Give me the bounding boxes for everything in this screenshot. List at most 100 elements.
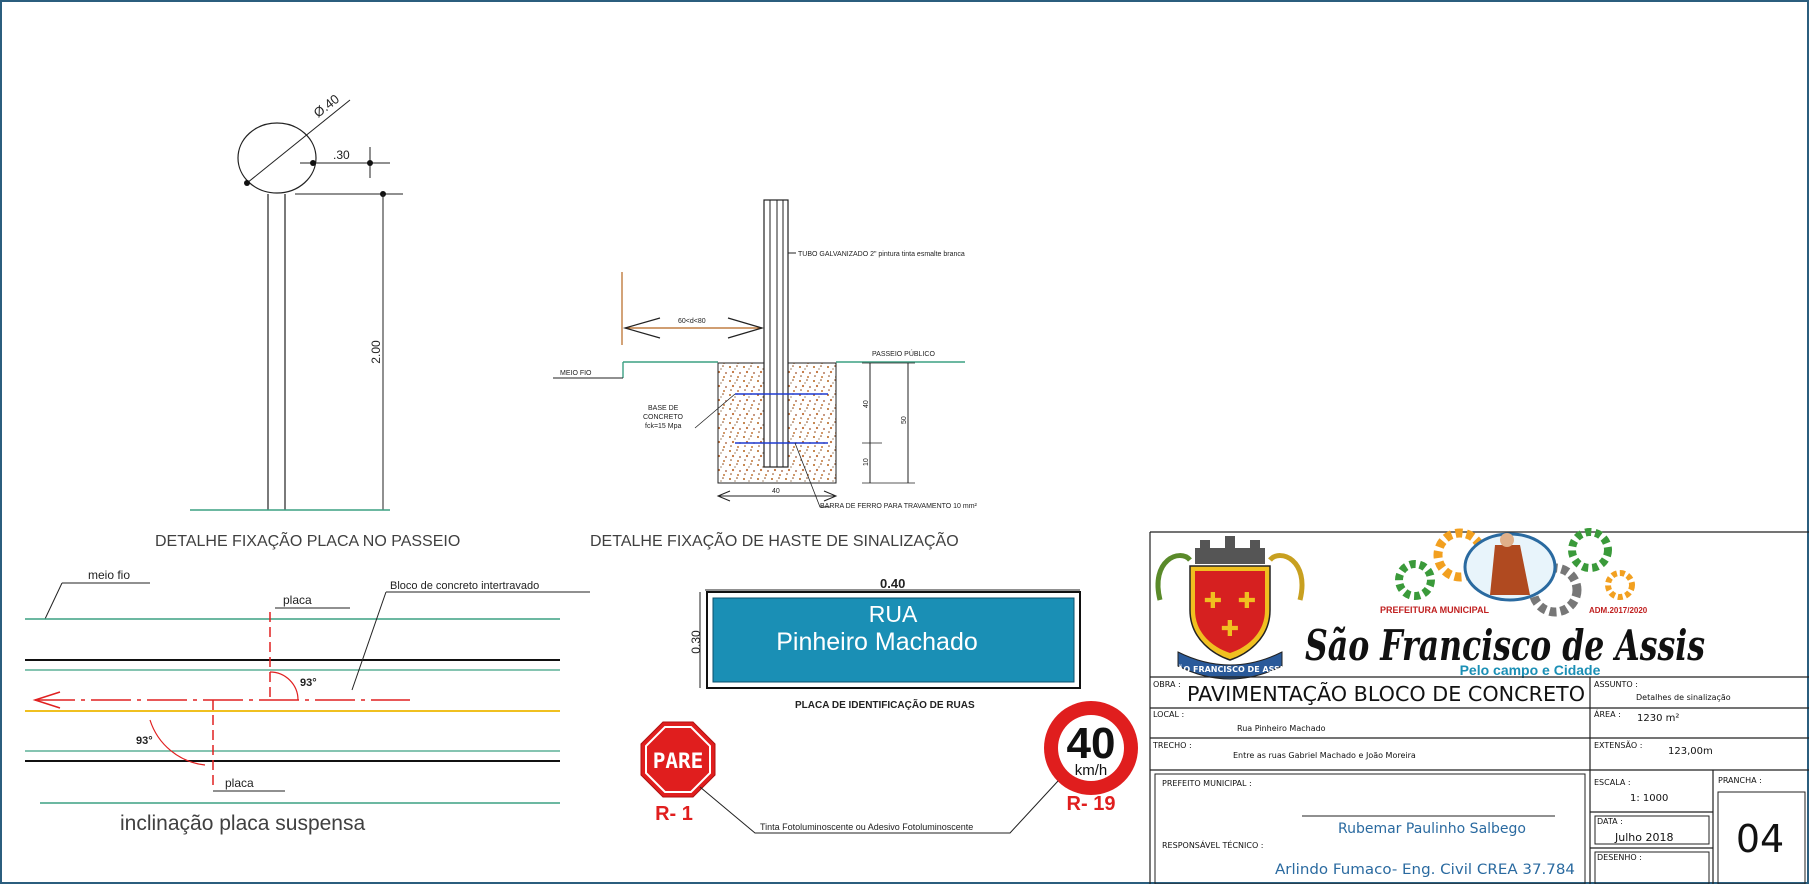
extensao-label: EXTENSÃO :: [1594, 740, 1642, 750]
stop-sign-border: [645, 726, 711, 793]
plate-circle: [237, 122, 317, 194]
base-label-2: CONCRETO: [643, 414, 683, 421]
stop-sign-icon: [640, 721, 716, 798]
base-label-3: fck=15 Mpa: [645, 423, 681, 430]
speed-sign-inner: [1058, 715, 1124, 781]
angle-arc-top: [269, 671, 299, 701]
angle-top-label: 93°: [300, 677, 317, 689]
speed-sign-value: 40: [1067, 719, 1116, 768]
distance-arrow-right: [727, 317, 765, 339]
plate-bottom-text: placa: [225, 776, 254, 790]
desenho-box: [1594, 851, 1710, 884]
plate-top-text: placa: [283, 593, 312, 607]
local-label: LOCAL :: [1153, 710, 1184, 719]
sign-width-label: 0.40: [880, 576, 905, 591]
city-name: São Francisco de Assis: [1305, 621, 1705, 670]
assunto-value: Detalhes de sinalização: [1636, 693, 1731, 702]
paint-note-leader: [699, 780, 1059, 834]
post-detail: MEIO FIO PASSEIO PÚBLICO TUBO GALVANIZAD…: [553, 199, 978, 550]
angle-arc-bottom: [149, 719, 206, 766]
city-slogan: Pelo campo e Cidade: [1460, 662, 1601, 678]
block-pointer: [351, 591, 387, 691]
sidewalk-label: PASSEIO PÚBLICO: [872, 349, 935, 358]
tilt-detail-caption: inclinação placa suspensa: [120, 812, 365, 835]
svg-text:✚: ✚: [1238, 589, 1256, 614]
street-sign-detail: 0.40 0.30 RUA Pinheiro Machado PLACA DE …: [689, 576, 1081, 711]
base-leader: [694, 393, 736, 429]
dim-40-label: 40: [863, 400, 870, 408]
assunto-label: ASSUNTO :: [1594, 680, 1638, 689]
data-label: DATA :: [1597, 817, 1623, 826]
dim-10-label: 10: [863, 458, 870, 466]
responsavel-value: Arlindo Fumaco- Eng. Civil CREA 37.784: [1275, 862, 1575, 878]
prefeito-label: PREFEITO MUNICIPAL :: [1162, 779, 1252, 788]
extensao-value: 123,00m: [1668, 746, 1713, 757]
gears-logo-icon: PREFEITURA MUNICIPAL ADM.2017/2020 São F…: [1305, 528, 1705, 678]
street-sign-line2: Pinheiro Machado: [776, 628, 978, 656]
offset-dot-right: [367, 160, 373, 166]
local-value: Rua Pinheiro Machado: [1237, 724, 1326, 733]
responsavel-label: RESPONSÁVEL TÉCNICO :: [1162, 839, 1264, 850]
prancha-value: 04: [1736, 817, 1784, 861]
width-label: 40: [772, 488, 780, 495]
stop-sign-text: PARE: [653, 749, 704, 773]
prancha-box: [1717, 791, 1806, 884]
regulatory-signs: PARE R- 1 40 km/h R- 19 Tinta Fotolumino…: [640, 701, 1138, 834]
obra-value: PAVIMENTAÇÃO BLOCO DE CONCRETO: [1187, 682, 1585, 706]
bar-leader: [794, 442, 830, 508]
bar-label: BARRA DE FERRO PARA TRAVAMENTO 10 mm²: [820, 503, 978, 510]
date-box: [1594, 815, 1710, 845]
tube-label: TUBO GALVANIZADO 2" pintura tinta esmalt…: [798, 251, 965, 258]
curb-text: meio fio: [88, 568, 130, 582]
height-label: 2.00: [369, 340, 383, 364]
width-arrow-left: [716, 490, 731, 502]
pole-detail: Ø.40 .30 2.00 DETALHE FIXAÇÃO PLACA NO P…: [155, 91, 460, 550]
galvanized-tube: [763, 199, 789, 468]
trecho-value: Entre as ruas Gabriel Machado e João Mor…: [1233, 751, 1416, 760]
curb-pointer: [44, 582, 63, 620]
angle-bottom-label: 93°: [136, 735, 153, 747]
svg-text:✚: ✚: [1204, 589, 1222, 614]
offset-label: .30: [333, 148, 350, 162]
distance-arrow-left: [622, 317, 661, 339]
dim-50-label: 50: [901, 416, 908, 424]
base-label-1: BASE DE: [648, 405, 679, 412]
area-value: 1230 m²: [1637, 713, 1679, 724]
speed-sign-unit: km/h: [1075, 762, 1108, 779]
area-label: ÁREA :: [1594, 708, 1621, 719]
pole-detail-caption: DETALHE FIXAÇÃO PLACA NO PASSEIO: [155, 530, 460, 550]
tilt-detail: meio fio 93° 93° placa placa Bloco de co…: [25, 568, 590, 835]
speed-sign-code: R- 19: [1067, 793, 1116, 815]
offset-dot-left: [310, 160, 316, 166]
diameter-dot: [244, 180, 250, 186]
escala-value: 1: 1000: [1630, 793, 1668, 804]
obra-label: OBRA :: [1153, 680, 1181, 689]
street-sign-line1: RUA: [869, 601, 918, 627]
title-block: ✚ ✚ ✚ SÃO FRANCISCO DE ASSIS PREFEITURA …: [1149, 528, 1809, 884]
street-sign-panel: [712, 597, 1075, 683]
curb-label: MEIO FIO: [560, 370, 592, 377]
prancha-label: PRANCHA :: [1718, 776, 1762, 785]
distance-label: 60<d<80: [678, 318, 706, 325]
svg-text:✚: ✚: [1221, 617, 1239, 642]
desenho-label: DESENHO :: [1597, 853, 1642, 862]
diameter-label: Ø.40: [311, 91, 342, 120]
signature-box: [1154, 773, 1586, 884]
block-label: Bloco de concreto intertravado: [390, 580, 539, 592]
header-small: PREFEITURA MUNICIPAL: [1380, 605, 1490, 615]
header-years: ADM.2017/2020: [1589, 606, 1648, 615]
paint-note: Tinta Fotoluminoscente ou Adesivo Fotolu…: [760, 822, 973, 832]
stop-sign-code: R- 1: [655, 803, 693, 825]
crest-text: SÃO FRANCISCO DE ASSIS: [1171, 664, 1288, 674]
trecho-label: TRECHO :: [1152, 741, 1192, 750]
width-arrow-right: [823, 490, 838, 502]
diameter-line: [246, 99, 351, 184]
street-sign-caption: PLACA DE IDENTIFICAÇÃO DE RUAS: [795, 698, 975, 711]
post-detail-caption: DETALHE FIXAÇÃO DE HASTE DE SINALIZAÇÃO: [590, 530, 959, 550]
city-crest-icon: ✚ ✚ ✚ SÃO FRANCISCO DE ASSIS: [1155, 536, 1305, 680]
axis-arrow-left: [32, 691, 61, 709]
prefeito-value: Rubemar Paulinho Salbego: [1338, 821, 1526, 837]
data-value: Julho 2018: [1614, 831, 1673, 844]
